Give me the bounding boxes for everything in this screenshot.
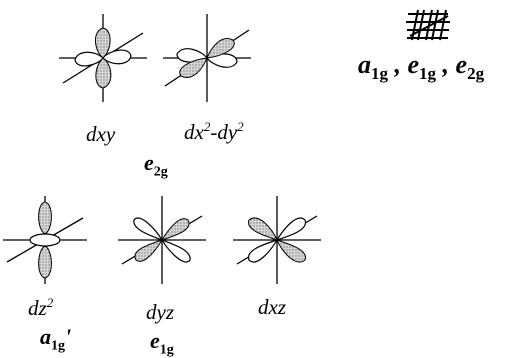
dyz-orbital: [118, 196, 206, 284]
label-dxz: dxz: [258, 295, 286, 319]
dxy-lobe-left: [74, 51, 104, 67]
dxy-lobe-right: [102, 49, 132, 65]
symmetry-e1g: e1g: [150, 328, 174, 358]
dxy-lobe-lower: [95, 57, 112, 89]
label-dxy: dxy: [86, 122, 116, 146]
label-dx2-dy2: dx2-dy2: [184, 119, 244, 144]
dxy-orbital: [59, 14, 147, 102]
symmetry-a1g-prime: a1g': [40, 324, 72, 354]
symmetry-e2g: e2g: [144, 150, 168, 180]
electron-mark: [406, 9, 450, 41]
symmetry-legend: a1g , e1g , e2g: [358, 50, 485, 84]
dz2-orbital: [3, 196, 87, 284]
label-dz2: dz2: [28, 295, 54, 320]
dx2-dy2-orbital: [163, 14, 251, 102]
label-dyz: dyz: [146, 300, 174, 324]
dxy-lobe-upper: [95, 27, 111, 59]
dxz-orbital: [233, 196, 321, 284]
